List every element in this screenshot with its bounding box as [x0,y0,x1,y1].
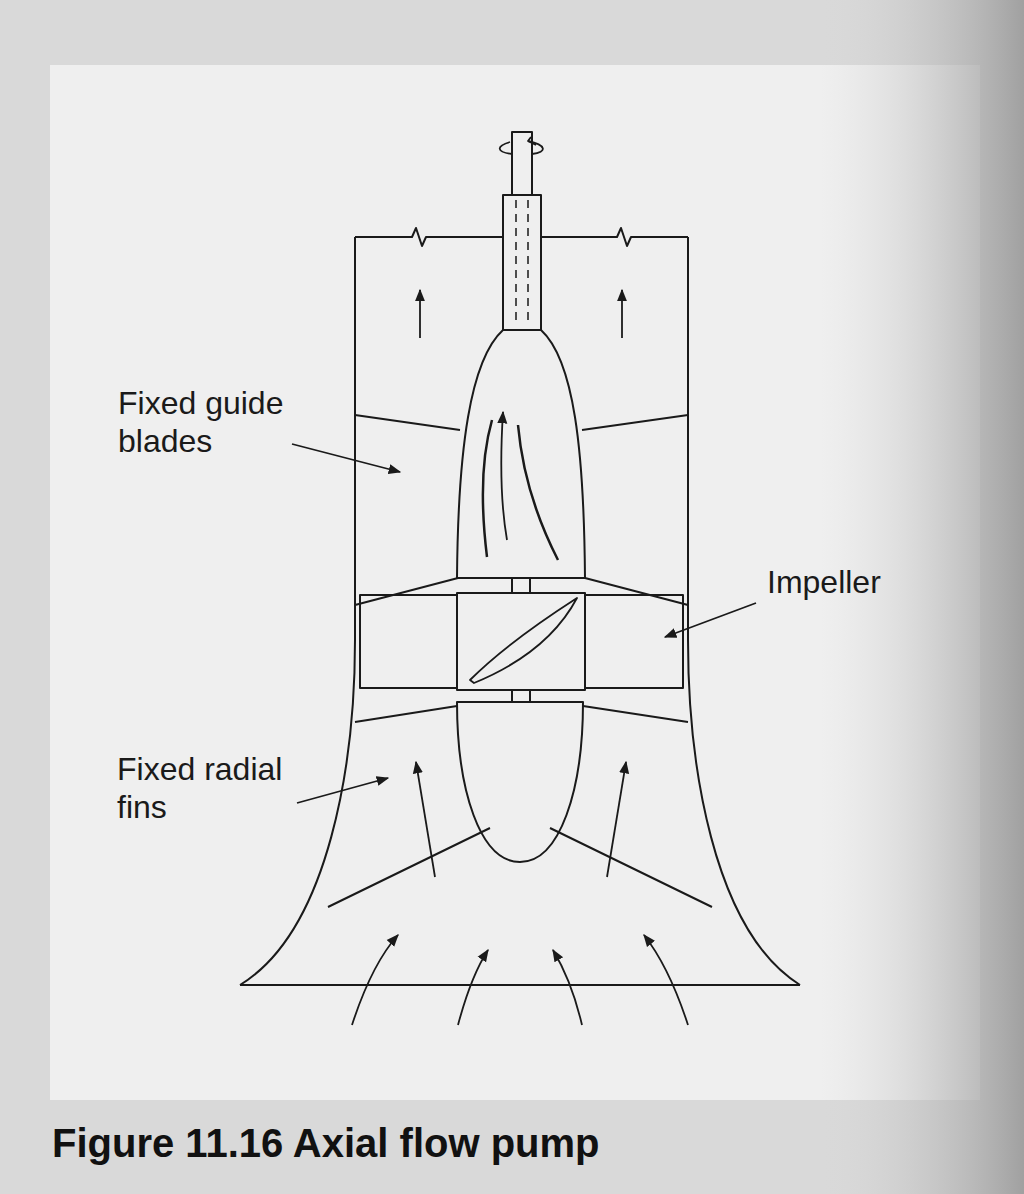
flow-arrow [553,950,582,1025]
impeller-blade-section [470,598,577,683]
casing-top-break [541,228,688,246]
guide-hub [457,330,585,578]
impeller-hub [457,593,585,690]
flow-arrow [607,762,626,877]
guide-blade-edge [355,415,688,430]
casing-right [688,237,800,985]
radial-fin-edge [328,828,712,907]
flow-arrow [458,950,488,1025]
hub-flow-line [483,420,492,557]
flow-arrow [352,935,398,1025]
part-label: Fixed radial fins [117,750,332,826]
casing-left [240,237,355,985]
nose-cone [457,702,583,862]
shaft-sleeve [503,195,541,330]
shaft [512,578,530,594]
leader-line [297,778,388,803]
shaft-hidden-lines [516,200,528,325]
part-label: Fixed guide blades [118,384,333,460]
flow-arrow [501,412,507,540]
leader-line [665,603,756,637]
rotation-symbol [500,141,543,154]
hub-flow-line [518,425,558,560]
flow-arrow [419,290,421,338]
flow-arrow [416,762,435,877]
flow-arrow [621,290,623,338]
figure-caption: Figure 11.16 Axial flow pump [52,1120,600,1166]
rotation-symbol [528,137,536,145]
casing-top-break [355,228,503,246]
shaft [512,690,530,702]
inlet-base [240,984,800,986]
radial-fin-edge [355,706,688,722]
flow-arrow [644,935,688,1025]
leader-line [292,444,400,472]
part-label: Impeller [767,563,967,601]
